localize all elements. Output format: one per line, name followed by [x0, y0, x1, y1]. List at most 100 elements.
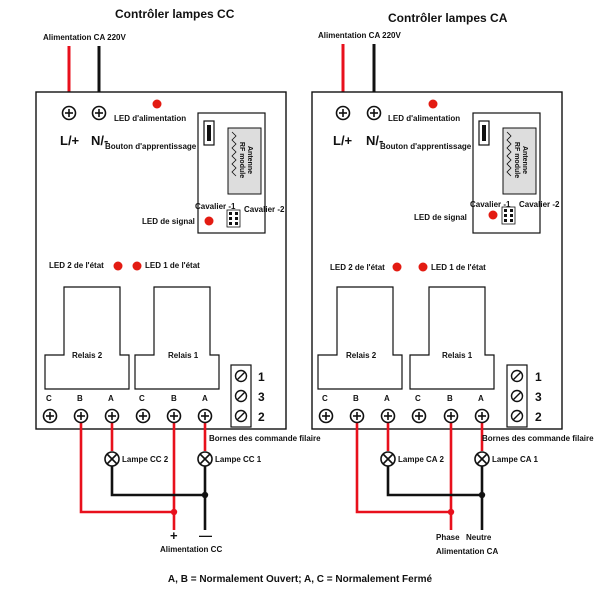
ac-antenna-coil — [506, 131, 512, 177]
ac-jumper-pins[interactable] — [501, 206, 516, 225]
dc-plus-sign: + — [170, 528, 178, 543]
ac-wired-num-2: 2 — [535, 410, 542, 424]
ac-l-terminal-screw — [335, 105, 351, 121]
ac-jumper2-label: Cavalier -2 — [519, 200, 560, 209]
dc-jumper-pins[interactable] — [226, 209, 241, 228]
dc-power-input-label: Alimentation CA 220V — [43, 33, 126, 42]
ac-n-terminal-screw — [366, 105, 382, 121]
ac-wired-control-label: Bornes des commande filaire — [482, 434, 594, 443]
dc-signal-led — [204, 216, 214, 226]
dc-relay-1 — [134, 286, 220, 390]
ac-wired-num-1: 1 — [535, 370, 542, 384]
dc-wired-num-3: 3 — [258, 390, 265, 404]
ac-term-letter: C — [415, 394, 421, 403]
ac-relay-2 — [317, 286, 403, 390]
dc-l-plus-label: L/+ — [60, 133, 80, 148]
dc-term-letter: C — [139, 394, 145, 403]
ac-lamp2-label: Lampe CA 2 — [398, 455, 444, 464]
dc-term-letter: A — [108, 394, 114, 403]
ac-state-led2 — [392, 262, 402, 272]
ac-term-letter: A — [384, 394, 390, 403]
dc-state-led1 — [132, 261, 142, 271]
dc-term-letter: B — [77, 394, 83, 403]
ac-power-led — [428, 99, 438, 109]
ac-relay1-label: Relais 1 — [442, 351, 473, 360]
dc-term-letter: B — [171, 394, 177, 403]
dc-term-letter: C — [46, 394, 52, 403]
dc-lamp2-label: Lampe CC 2 — [122, 455, 169, 464]
ac-term-letter: A — [478, 394, 484, 403]
ac-controller-panel: Contrôler lampes CA Alimentation CA 220V… — [311, 11, 594, 556]
ac-term-letter: B — [353, 394, 359, 403]
ac-antenna-label: Antenne — [521, 146, 528, 174]
dc-antenna-label: Antenne — [246, 146, 253, 174]
ac-learn-button-label: Bouton d'apprentissage — [380, 142, 472, 151]
dc-relay2-label: Relais 2 — [72, 351, 103, 360]
dc-wired-terminal-3 — [234, 389, 248, 403]
dc-n-terminal-screw — [91, 105, 107, 121]
dc-terminal-c2 — [42, 408, 58, 424]
dc-rf-module — [227, 127, 262, 195]
contact-legend-note: A, B = Normalement Ouvert; A, C = Normal… — [168, 574, 433, 585]
dc-lamp-2 — [104, 451, 120, 467]
ac-rf-module-label: RF module — [513, 142, 520, 178]
dc-l-terminal-screw — [61, 105, 77, 121]
dc-state-led2-label: LED 2 de l'état — [49, 261, 104, 270]
ac-terminal-c2 — [318, 408, 334, 424]
ac-terminal-b2 — [349, 408, 365, 424]
dc-terminal-a1 — [197, 408, 213, 424]
dc-terminal-b1 — [166, 408, 182, 424]
dc-antenna-coil — [231, 131, 237, 177]
dc-state-led2 — [113, 261, 123, 271]
ac-l-plus-label: L/+ — [333, 133, 353, 148]
dc-terminal-c1 — [135, 408, 151, 424]
dc-controller-panel: Contrôler lampes CC Alimentation CA 220V… — [35, 7, 321, 554]
dc-wired-num-1: 1 — [258, 370, 265, 384]
ac-terminal-c1 — [411, 408, 427, 424]
ac-terminal-a1 — [474, 408, 490, 424]
dc-jumper1-label: Cavalier -1 — [195, 202, 236, 211]
ac-wired-num-3: 3 — [535, 390, 542, 404]
dc-learn-button-label: Bouton d'apprentissage — [105, 142, 197, 151]
dc-lamp-1 — [197, 451, 213, 467]
dc-lamp1-label: Lampe CC 1 — [215, 455, 262, 464]
dc-terminal-b2 — [73, 408, 89, 424]
ac-state-led1-label: LED 1 de l'état — [431, 263, 486, 272]
ac-state-led1 — [418, 262, 428, 272]
dc-negative-wire — [110, 466, 205, 497]
ac-rf-module — [502, 127, 537, 195]
dc-wired-control-label: Bornes des commande filaire — [209, 434, 321, 443]
dc-power-led-label: LED d'alimentation — [114, 114, 186, 123]
dc-jumper2-label: Cavalier -2 — [244, 205, 285, 214]
ac-neutral-label: Neutre — [466, 533, 492, 542]
ac-state-led2-label: LED 2 de l'état — [330, 263, 385, 272]
dc-relay-2 — [44, 286, 130, 390]
ac-terminal-b1 — [443, 408, 459, 424]
ac-wired-terminal-2 — [510, 409, 524, 423]
ac-title: Contrôler lampes CA — [388, 11, 508, 25]
ac-lamp1-label: Lampe CA 1 — [492, 455, 538, 464]
ac-power-input-label: Alimentation CA 220V — [318, 31, 401, 40]
ac-jumper1-label: Cavalier -1 — [470, 200, 511, 209]
ac-supply-label: Alimentation CA — [436, 547, 498, 556]
dc-positive-wire — [79, 420, 176, 530]
dc-relay1-label: Relais 1 — [168, 351, 199, 360]
ac-n-minus-label: N/- — [366, 133, 383, 148]
ac-wired-terminal-1 — [510, 369, 524, 383]
ac-neutral-wire — [386, 466, 482, 497]
dc-title: Contrôler lampes CC — [115, 7, 235, 21]
dc-wired-terminal-2 — [234, 409, 248, 423]
ac-phase-wire — [355, 420, 453, 530]
dc-rf-module-label: RF module — [238, 142, 245, 178]
ac-relay2-label: Relais 2 — [346, 351, 377, 360]
ac-wired-terminal-3 — [510, 389, 524, 403]
dc-wired-terminal-1 — [234, 369, 248, 383]
ac-relay-1 — [409, 286, 495, 390]
dc-supply-label: Alimentation CC — [160, 545, 222, 554]
dc-power-led — [152, 99, 162, 109]
ac-lamp-1 — [474, 451, 490, 467]
ac-phase-label: Phase — [436, 533, 460, 542]
dc-n-minus-label: N/- — [91, 133, 108, 148]
ac-terminal-a2 — [380, 408, 396, 424]
